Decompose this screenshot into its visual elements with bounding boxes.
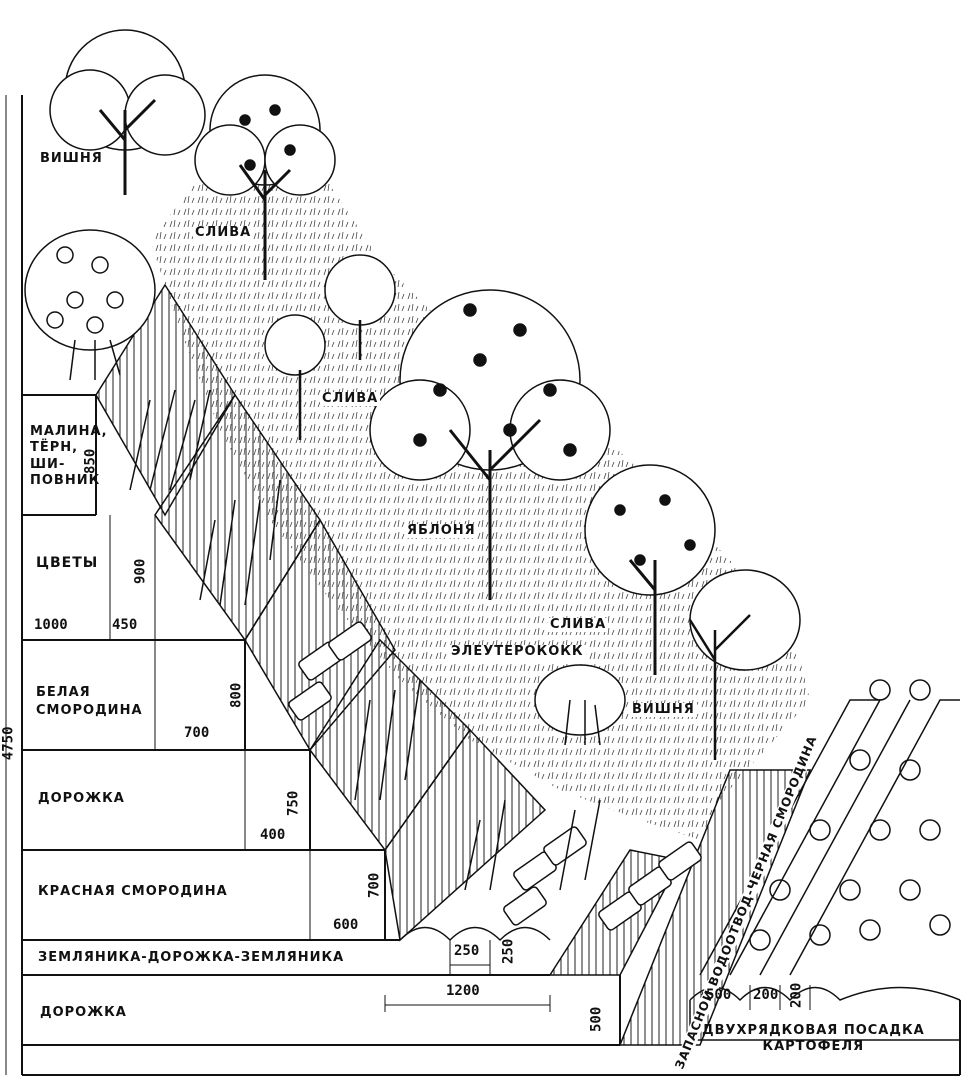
trees: [24, 29, 951, 951]
shrub-eleutherococcus: [534, 664, 626, 746]
tree-cherry-top: [49, 29, 206, 195]
hillside: [150, 140, 810, 840]
potato-plants: [749, 679, 951, 951]
frame-lines: [5, 95, 961, 1076]
tree-plum-right: [584, 464, 716, 675]
tree-plum-top: [194, 74, 336, 280]
tree-apple: [369, 289, 611, 600]
tree-plum-mid: [264, 254, 396, 440]
rose-bush: [24, 229, 156, 381]
terrace-shrubs: [129, 389, 601, 891]
strawberry-mounds: [399, 926, 551, 942]
terrace-grid: [22, 394, 621, 1046]
